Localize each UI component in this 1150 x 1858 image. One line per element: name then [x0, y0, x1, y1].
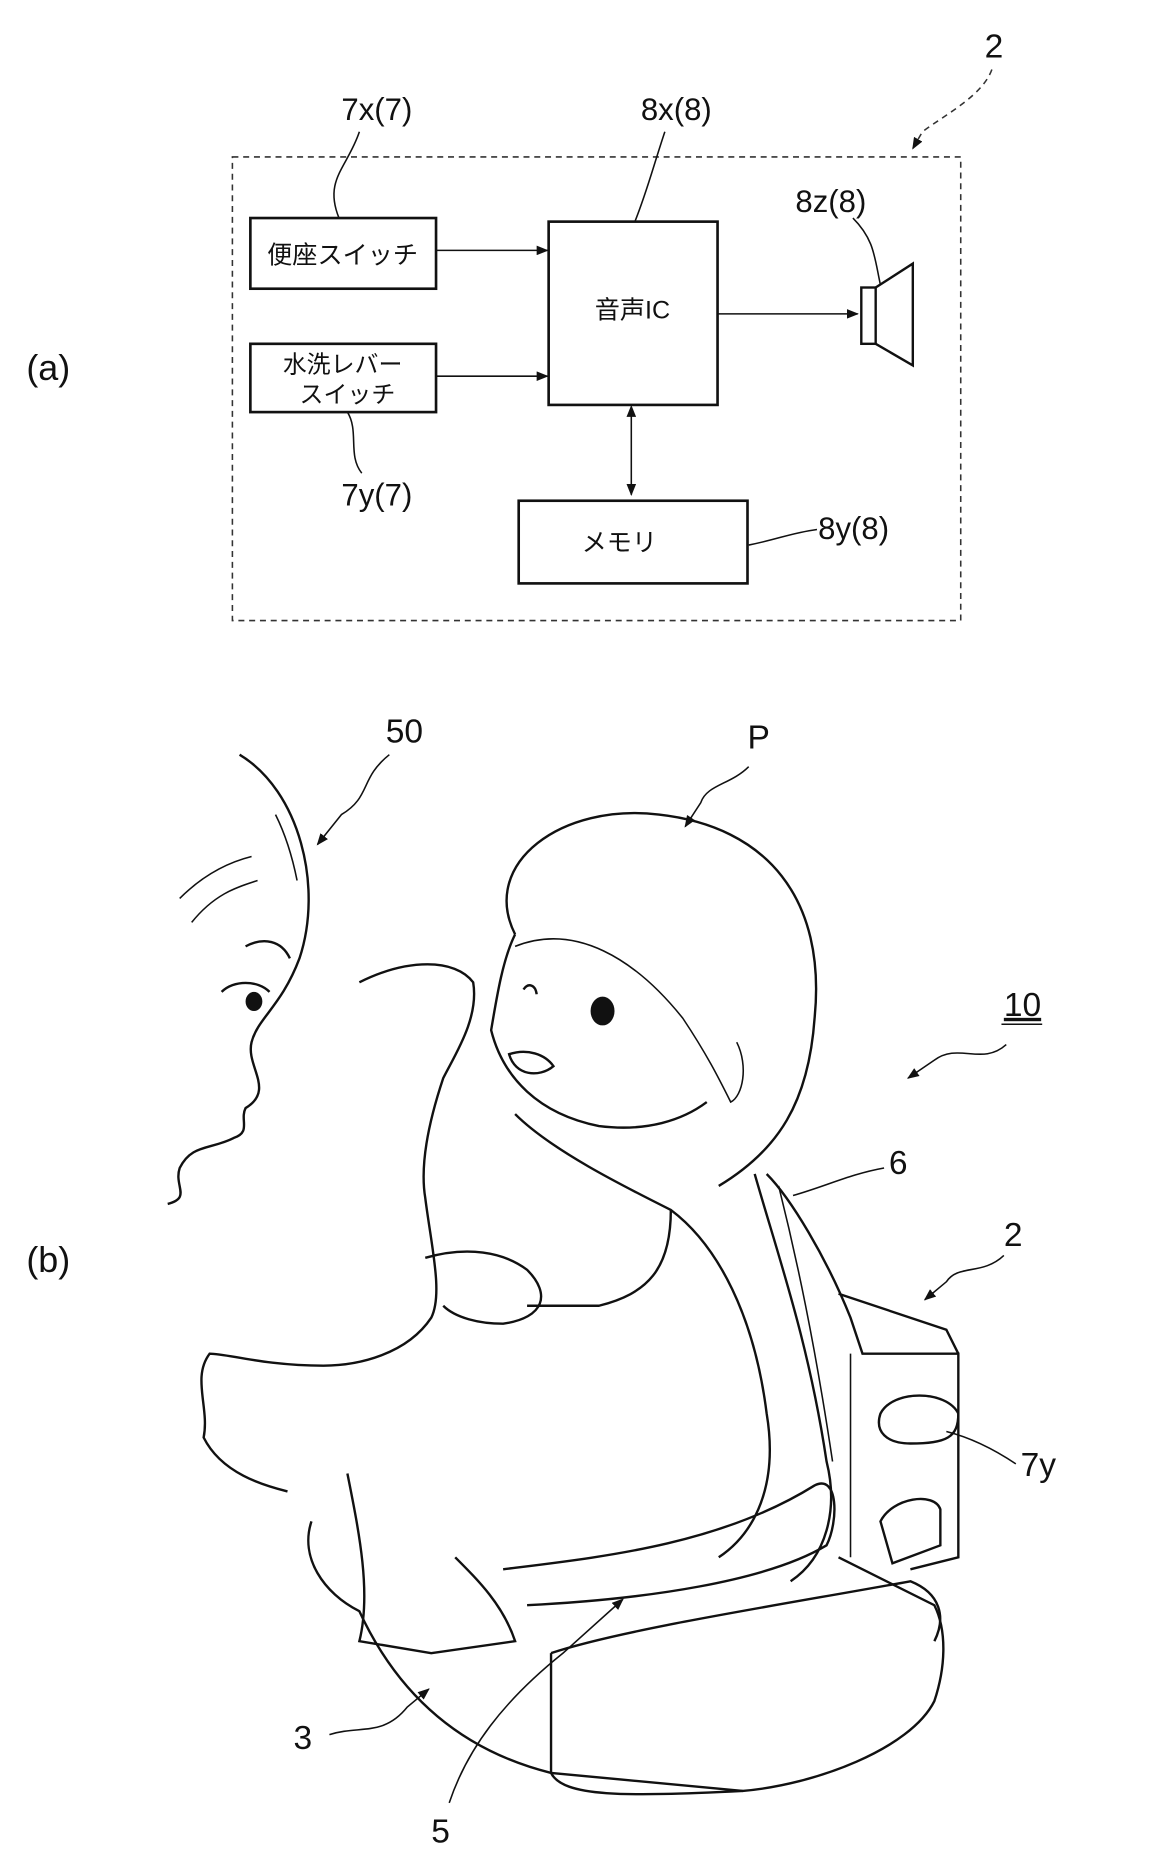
memory-block — [517, 499, 749, 585]
block-diagram: (a) 2 便座スイッチ 7x(7) 水洗レバー スイッチ 7y(7) 音声IC… — [26, 29, 1004, 622]
device-leader-b — [923, 1254, 1005, 1301]
voice-ic-label: 音声IC — [595, 297, 670, 325]
adult-leader — [316, 754, 390, 846]
seat-ref: 5 — [431, 1813, 450, 1850]
device-ref-leader — [912, 69, 993, 150]
device-boundary — [231, 156, 962, 622]
memory-label: メモリ — [582, 529, 657, 557]
lever-ref: 7y — [1021, 1447, 1057, 1484]
system-leader — [907, 1044, 1007, 1079]
seat-switch-label: 便座スイッチ — [267, 242, 418, 270]
backrest-leader — [792, 1167, 885, 1197]
flush-lever-switch-ref: 7y(7) — [341, 478, 412, 513]
seat-switch-leader — [333, 131, 361, 219]
child-leader — [684, 766, 750, 828]
speaker-leader — [852, 217, 882, 286]
flush-lever-switch-label-1: 水洗レバー — [283, 352, 403, 379]
seat-leader — [448, 1598, 624, 1804]
child — [200, 812, 818, 1655]
flush-lever-switch-leader — [346, 411, 363, 474]
device-ref-b: 2 — [1004, 1217, 1023, 1254]
memory-leader — [748, 528, 818, 546]
adult-face — [167, 753, 310, 1206]
device-ref-label: 2 — [985, 29, 1004, 66]
voice-ic-ref: 8x(8) — [641, 92, 712, 127]
body-ref: 3 — [293, 1720, 312, 1757]
panel-label-b: (b) — [26, 1239, 70, 1280]
seat-switch-ref: 7x(7) — [341, 92, 412, 127]
seat-switch-block — [249, 216, 438, 291]
speaker-ref: 8z(8) — [795, 184, 866, 219]
memory-ref: 8y(8) — [818, 511, 889, 546]
speaker-icon — [860, 261, 915, 368]
backrest-ref: 6 — [889, 1145, 908, 1182]
illustration: (b) 50 — [26, 714, 1056, 1851]
adult-ref: 50 — [386, 714, 423, 751]
panel-label-a: (a) — [26, 347, 70, 388]
child-ref: P — [748, 720, 770, 757]
voice-ic-leader — [634, 131, 666, 222]
lever-leader — [946, 1430, 1017, 1465]
body-leader — [329, 1688, 430, 1736]
flush-lever-switch-block — [249, 342, 438, 414]
system-ref: 10 — [1004, 987, 1041, 1024]
potty-toilet — [307, 1173, 960, 1796]
flush-lever-switch-label-2: スイッチ — [300, 382, 396, 409]
